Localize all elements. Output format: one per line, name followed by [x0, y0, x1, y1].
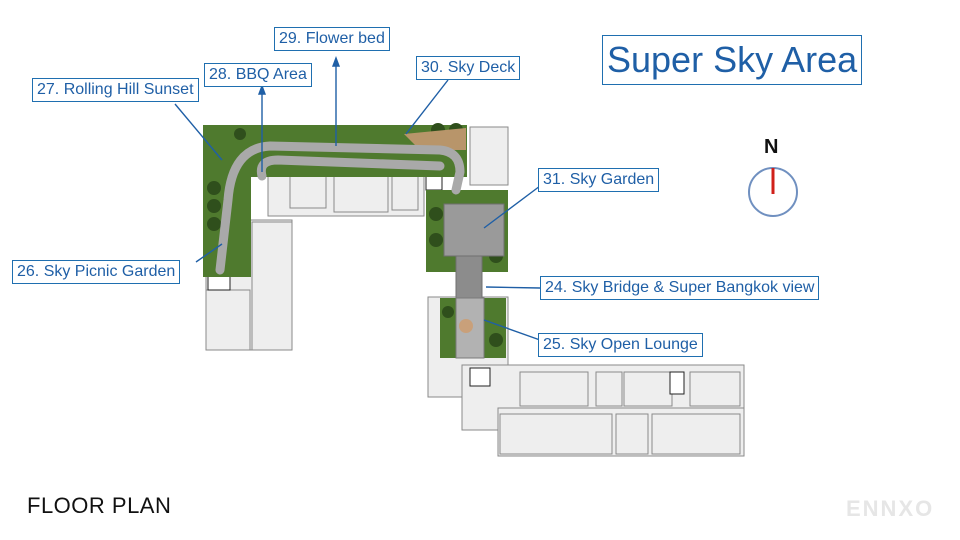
callout-sky-picnic-garden: 26. Sky Picnic Garden [12, 260, 181, 284]
lower-building-wing [427, 296, 745, 457]
sky-bridge-structure [443, 203, 505, 359]
sky-deck-area [404, 128, 466, 150]
watermark-logo: ENNXO [846, 496, 935, 521]
floor-plan-label: FLOOR PLAN [27, 493, 172, 518]
callout-sky-open-lounge: 25. Sky Open Lounge [538, 333, 703, 357]
callout-sky-garden: 31. Sky Garden [538, 168, 660, 192]
callout-leader-lines [174, 56, 541, 341]
north-indicator-label: N [764, 136, 779, 158]
callout-sky-deck: 30. Sky Deck [416, 56, 521, 80]
compass-rose [748, 167, 798, 217]
callout-sky-bridge: 24. Sky Bridge & Super Bangkok view [540, 276, 820, 300]
callout-bbq-area: 28. BBQ Area [204, 63, 312, 87]
callout-flower-bed: 29. Flower bed [274, 27, 390, 51]
walkway-path [215, 141, 465, 275]
callout-rolling-hill-sunset: 27. Rolling Hill Sunset [32, 78, 199, 102]
page-title: Super Sky Area [602, 35, 863, 85]
top-building-blocks [267, 126, 509, 217]
